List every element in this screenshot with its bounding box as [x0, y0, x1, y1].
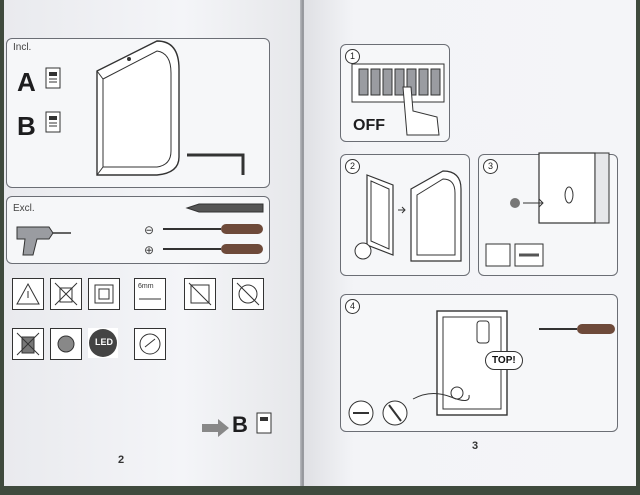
no-cover-icon — [184, 278, 216, 310]
hex-key-drawing — [187, 153, 245, 175]
screwdriver-step4-icon — [539, 324, 615, 334]
excluded-tools-box: Excl. ⊖ ⊕ — [6, 196, 270, 264]
step-3-number: 3 — [483, 159, 498, 174]
step-4-panel: 4 TOP! — [340, 294, 618, 432]
wall-lamp-drawing — [96, 40, 180, 176]
lamp-body-drawing — [410, 170, 462, 262]
housing-detail-drawing — [538, 152, 610, 224]
wall-mount-drawing — [436, 310, 508, 416]
part-a-label: A — [17, 67, 36, 97]
double-insulation-icon — [88, 278, 120, 310]
drill-bit-size-icon: 6mm — [134, 278, 166, 310]
hand-switch-icon — [402, 86, 440, 136]
phillips-screwdriver-icon — [163, 244, 263, 254]
right-page: 1 OFF 2 3 — [304, 0, 636, 486]
pencil-icon — [185, 203, 264, 213]
step-1-number: 1 — [345, 49, 360, 64]
part-b-label: B — [17, 111, 36, 141]
step-1-off-text: OFF — [353, 117, 385, 134]
recycle-icon — [50, 328, 82, 360]
manual-icon-a — [45, 67, 61, 89]
seal-detail-icon — [485, 243, 544, 267]
manual-icon-goto — [256, 412, 272, 434]
arrow-right-icon — [202, 419, 229, 437]
step-3-panel: 3 — [478, 152, 618, 276]
book-spine — [300, 0, 306, 486]
step-4-number: 4 — [345, 299, 360, 314]
mounting-plate-drawing — [354, 174, 394, 260]
breaker-panel-drawing — [351, 63, 445, 103]
screw-arrow-icon — [510, 198, 544, 208]
no-ceiling-mount-icon — [232, 278, 264, 310]
plus-screwdriver-symbol: ⊕ — [144, 243, 155, 257]
left-page-number: 2 — [118, 454, 125, 466]
top-label: TOP! — [485, 351, 523, 370]
dowel-detail-icon — [382, 400, 408, 426]
arrow-right-small-icon — [398, 206, 406, 214]
minus-screwdriver-symbol: ⊖ — [144, 223, 155, 237]
caution-icon — [12, 278, 44, 310]
manual-icon-b — [45, 111, 61, 133]
no-disposal-icon — [50, 278, 82, 310]
incl-label: Incl. — [13, 42, 32, 53]
drill-bit-label: 6mm — [138, 283, 154, 290]
right-page-number: 3 — [472, 440, 479, 452]
led-icon: LED — [88, 328, 118, 358]
flathead-screwdriver-icon — [163, 224, 263, 234]
excl-label: Excl. — [13, 203, 35, 214]
led-label: LED — [95, 337, 113, 347]
step-1-panel: 1 OFF — [340, 44, 450, 142]
drill-bit-detail-icon — [348, 400, 374, 426]
cable-drawing — [412, 393, 470, 401]
step-2-number: 2 — [345, 159, 360, 174]
left-page: Incl. A B Excl. ⊖ ⊕ 6mm — [4, 0, 302, 486]
weee-bin-icon — [12, 328, 44, 360]
light-rotate-icon — [134, 328, 166, 360]
go-to-b-label: B — [232, 412, 248, 437]
drill-icon — [16, 226, 71, 256]
step-2-panel: 2 — [340, 154, 470, 276]
included-parts-box: Incl. A B — [6, 38, 270, 188]
